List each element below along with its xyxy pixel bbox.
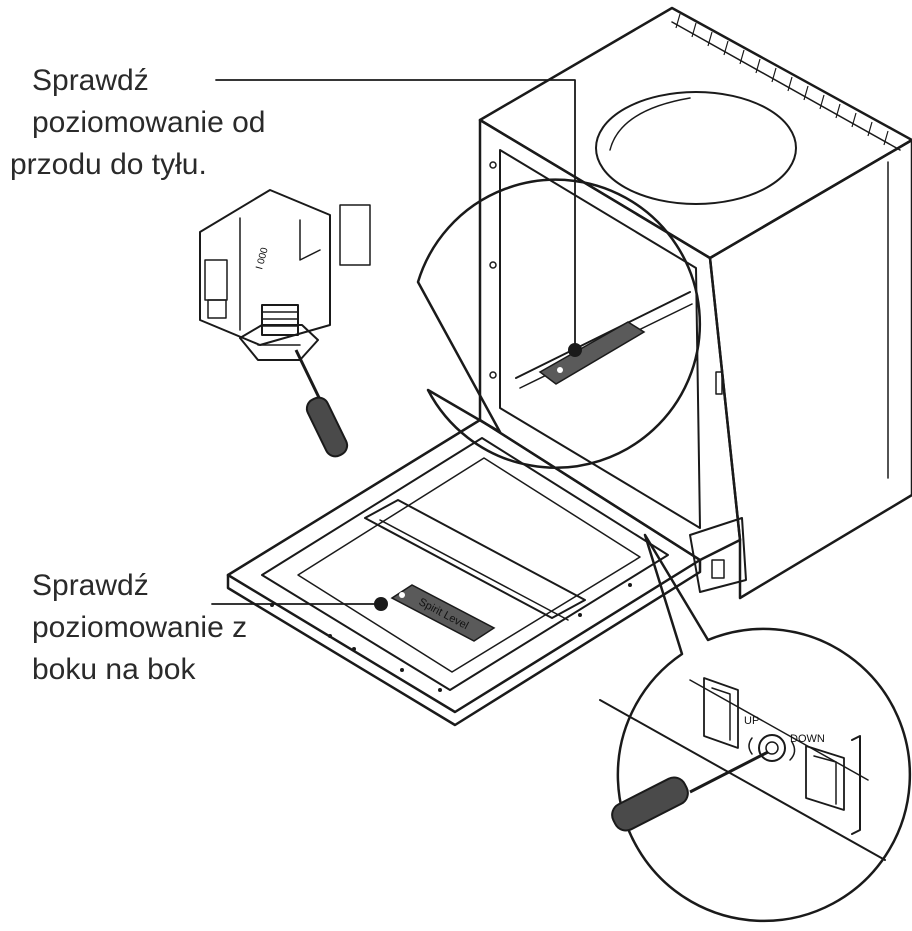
top-round-opening — [595, 91, 797, 205]
callout-side-line-3: boku na bok — [32, 653, 196, 686]
dishwasher-door: Spirit Level — [226, 418, 702, 727]
zoom-circle-foot-adjustment: I 000 — [199, 178, 702, 469]
leader-line-side-to-side — [211, 597, 388, 611]
screwdriver-rear — [611, 750, 769, 832]
callout-side-to-side: Sprawdź poziomowanie z boku na bok — [32, 569, 247, 686]
callout-front-line-1: Sprawdź — [32, 64, 149, 97]
svg-text:I 000: I 000 — [254, 246, 270, 271]
up-label: UP — [744, 715, 759, 727]
leveling-foot — [239, 304, 319, 361]
leader-line-front-to-back — [215, 79, 582, 357]
down-label: DOWN — [790, 733, 825, 745]
callout-side-line-2: poziomowanie z — [32, 611, 247, 644]
callout-front-to-back: Sprawdź poziomowanie od przodu do tyłu. — [10, 64, 265, 181]
screwdriver-foot — [294, 349, 349, 458]
callout-front-line-2: poziomowanie od — [32, 106, 265, 139]
zoom-circle-rear-adjuster: UP DOWN — [599, 533, 912, 923]
callout-side-line-1: Sprawdź — [32, 569, 149, 602]
spirit-level-back — [538, 321, 646, 385]
rear-adjuster-screw: UP DOWN — [744, 715, 825, 762]
callout-front-line-3: przodu do tyłu. — [10, 148, 207, 181]
dishwasher-cabinet — [478, 6, 912, 600]
spirit-level-door: Spirit Level — [390, 584, 496, 642]
top-grille — [675, 13, 889, 146]
